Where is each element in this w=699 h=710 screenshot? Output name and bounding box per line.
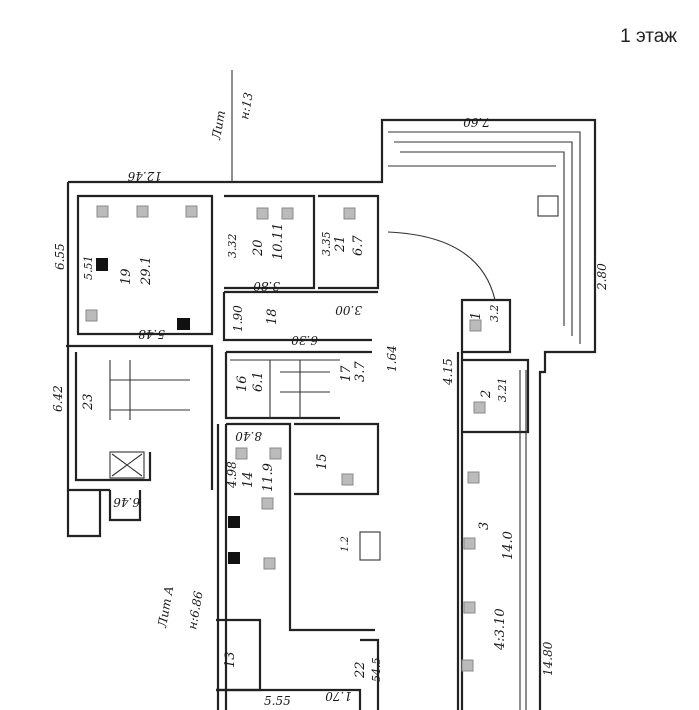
- svg-text:1.64: 1.64: [385, 345, 399, 372]
- svg-text:6.42: 6.42: [51, 385, 65, 412]
- svg-text:1: 1: [469, 312, 484, 320]
- svg-text:7.60: 7.60: [463, 115, 490, 129]
- svg-text:12.46: 12.46: [127, 169, 162, 183]
- svg-text:3.7: 3.7: [353, 361, 368, 382]
- svg-text:4.15: 4.15: [441, 358, 455, 386]
- floor-title: 1 этаж: [620, 26, 677, 47]
- svg-text:18: 18: [265, 308, 280, 325]
- svg-text:17: 17: [339, 365, 354, 382]
- svg-text:6.30: 6.30: [291, 333, 318, 347]
- svg-text:15: 15: [315, 453, 330, 470]
- svg-text:14.80: 14.80: [541, 641, 555, 676]
- svg-text:23: 23: [81, 393, 96, 411]
- svg-text:1.2: 1.2: [340, 536, 351, 552]
- svg-text:22: 22: [353, 661, 368, 679]
- svg-text:4:3.10: 4:3.10: [493, 608, 508, 651]
- svg-text:Лит: Лит: [209, 109, 228, 141]
- room-labels: 19 29.1 5.51 20 10.11 3.32 21 6.7 3.35 1…: [81, 223, 516, 682]
- svg-text:54.5: 54.5: [370, 658, 383, 683]
- svg-text:5.55: 5.55: [264, 694, 291, 708]
- svg-text:5.48: 5.48: [138, 327, 165, 341]
- svg-text:3: 3: [477, 522, 492, 530]
- svg-text:3.80: 3.80: [253, 279, 280, 293]
- svg-text:Лит А: Лит А: [155, 585, 176, 630]
- svg-text:14.0: 14.0: [501, 531, 516, 560]
- svg-text:6.46: 6.46: [113, 495, 140, 509]
- svg-text:6.7: 6.7: [351, 235, 366, 256]
- svg-text:н:13: н:13: [237, 91, 256, 121]
- svg-text:3.32: 3.32: [226, 234, 239, 259]
- svg-text:19: 19: [119, 268, 134, 285]
- svg-text:5.51: 5.51: [82, 256, 95, 281]
- walls: [66, 70, 597, 710]
- svg-text:21: 21: [333, 235, 348, 253]
- svg-text:13: 13: [223, 651, 238, 668]
- svg-text:10.11: 10.11: [271, 223, 286, 260]
- svg-text:3.00: 3.00: [335, 303, 362, 317]
- svg-text:4.98: 4.98: [225, 461, 239, 489]
- svg-text:20: 20: [251, 239, 266, 257]
- svg-text:29.1: 29.1: [139, 256, 154, 286]
- columns: [85, 205, 486, 672]
- svg-text:н:6.86: н:6.86: [185, 590, 206, 631]
- svg-text:1.90: 1.90: [231, 305, 245, 332]
- svg-text:11.9: 11.9: [261, 463, 276, 492]
- svg-text:8.40: 8.40: [235, 429, 262, 443]
- svg-text:6.55: 6.55: [53, 243, 67, 270]
- svg-text:3.2: 3.2: [488, 305, 501, 323]
- svg-text:3.21: 3.21: [496, 378, 509, 403]
- svg-text:2: 2: [479, 390, 494, 399]
- dimension-labels: Лит н:13 12.46 7.60 6.55 6.42 2.80 4.15 …: [51, 91, 609, 708]
- svg-text:14: 14: [241, 471, 256, 488]
- svg-text:16: 16: [235, 375, 250, 392]
- svg-text:3.35: 3.35: [320, 232, 333, 257]
- svg-text:6.1: 6.1: [251, 371, 266, 392]
- svg-text:2.80: 2.80: [595, 263, 609, 291]
- svg-text:1.70: 1.70: [325, 689, 352, 703]
